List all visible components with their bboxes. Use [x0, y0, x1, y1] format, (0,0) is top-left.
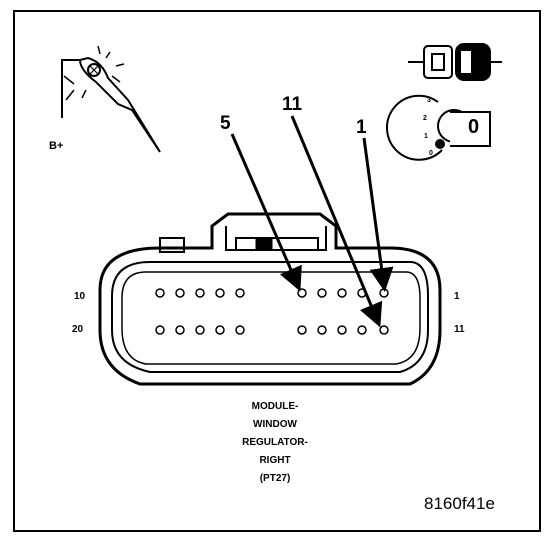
ignition-key-icon: [386, 94, 491, 161]
row-label-20: 20: [72, 324, 84, 335]
row-label-1: 1: [454, 291, 460, 302]
connector-caption: MODULE- WINDOW REGULATOR- RIGHT (PT27): [210, 398, 340, 488]
ignition-position-3: 3: [427, 97, 431, 104]
callout-pin-11: 11: [282, 94, 303, 115]
ignition-key-label: 0: [468, 116, 480, 138]
ignition-position-0: 0: [429, 150, 433, 157]
caption-line-2: WINDOW: [253, 419, 297, 430]
caption-line-4: RIGHT: [259, 455, 291, 466]
ignition-position-1: 1: [424, 133, 428, 140]
row-label-10: 10: [74, 291, 86, 302]
callout-pin-1: 1: [356, 117, 367, 138]
caption-line-5: (PT27): [259, 473, 291, 484]
figure-frame: [13, 10, 541, 532]
connector-plug-icon: [408, 43, 502, 81]
test-light-icon: [61, 45, 161, 153]
pin-row-bottom: [155, 325, 389, 335]
caption-line-1: MODULE-: [251, 401, 299, 412]
pin-row-top: [155, 288, 389, 298]
connector-housing: [98, 212, 442, 386]
row-label-11: 11: [454, 324, 465, 335]
callout-arrows: [230, 115, 394, 328]
figure-code: 8160f41e: [424, 494, 495, 513]
b-plus-label: B+: [49, 140, 64, 152]
callout-pin-5: 5: [220, 113, 231, 134]
ignition-position-2: 2: [423, 115, 427, 122]
caption-line-3: REGULATOR-: [242, 437, 308, 448]
